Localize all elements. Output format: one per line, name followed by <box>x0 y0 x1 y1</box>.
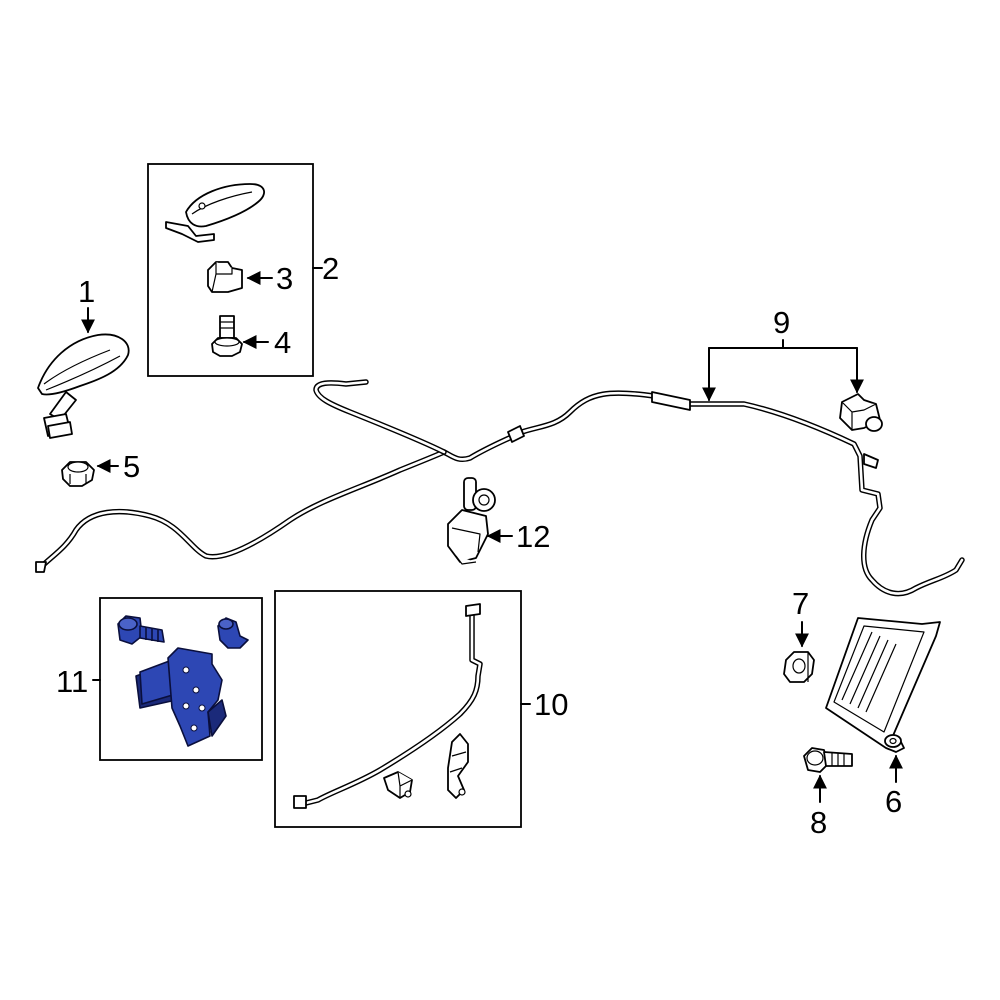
part-12-sensor[interactable] <box>447 477 496 565</box>
part-11-bolt[interactable] <box>117 615 165 645</box>
part-10-cable[interactable] <box>293 603 483 809</box>
part-9-antenna-cable[interactable] <box>35 379 965 597</box>
callout-4: 4 <box>274 325 291 360</box>
callout-9: 9 <box>773 305 790 340</box>
part-3-clip[interactable] <box>207 261 243 293</box>
part-7-nut[interactable] <box>783 651 815 683</box>
callout-12: 12 <box>516 519 550 554</box>
kit-box-2 <box>147 163 314 377</box>
callout-10: 10 <box>534 687 568 722</box>
part-8-bolt[interactable] <box>803 747 853 773</box>
kit-box-10 <box>274 590 522 828</box>
callout-1: 1 <box>78 274 95 309</box>
callout-3: 3 <box>276 261 293 296</box>
callout-5: 5 <box>123 449 140 484</box>
part-11-bracket[interactable] <box>135 647 227 747</box>
part-2-antenna-cover[interactable] <box>165 183 265 243</box>
callout-11: 11 <box>56 664 88 699</box>
callout-7: 7 <box>792 586 809 621</box>
part-5-nut[interactable] <box>61 461 95 487</box>
callout-6: 6 <box>885 784 902 819</box>
part-6-module[interactable] <box>825 617 941 753</box>
callout-8: 8 <box>810 805 827 840</box>
part-9-connector[interactable] <box>839 393 883 432</box>
part-11-clip[interactable] <box>217 617 249 649</box>
part-4-bolt[interactable] <box>211 315 243 357</box>
part-10-connector-a[interactable] <box>383 771 413 799</box>
part-1-antenna[interactable] <box>37 333 130 439</box>
callout-2: 2 <box>322 251 339 286</box>
part-10-connector-b[interactable] <box>447 733 469 799</box>
